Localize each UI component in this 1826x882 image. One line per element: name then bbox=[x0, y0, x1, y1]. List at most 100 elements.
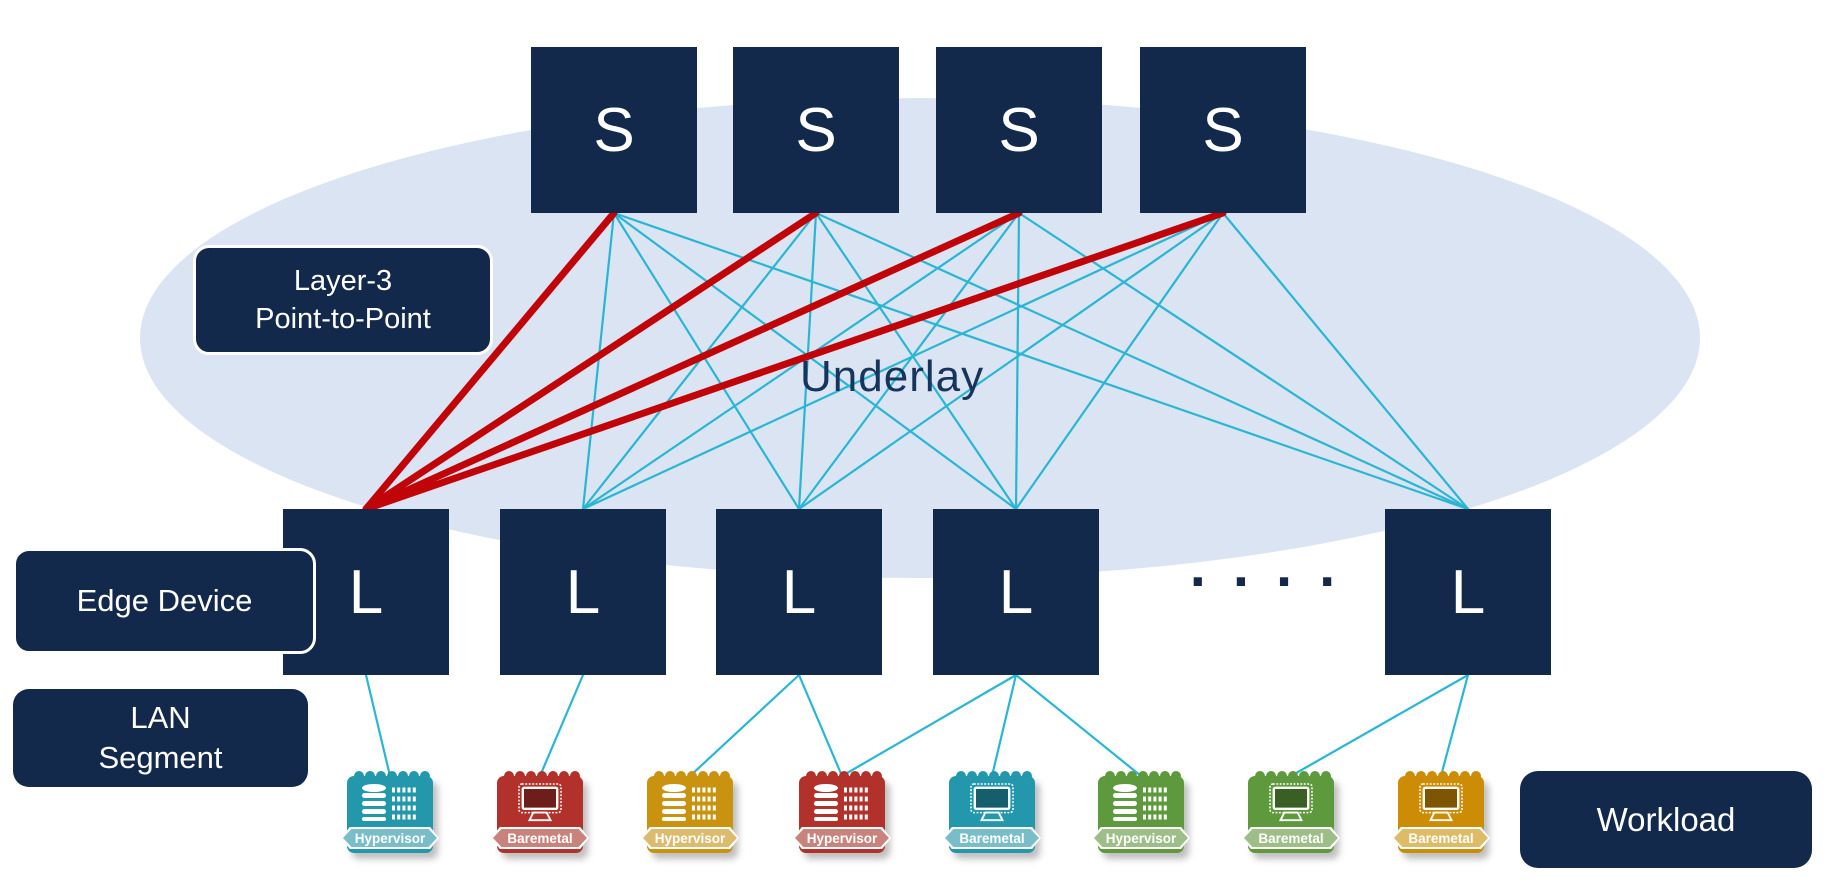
monitor-icon bbox=[1264, 783, 1318, 825]
workload-node-2: Hypervisor bbox=[641, 771, 739, 853]
scallop-bump bbox=[548, 771, 558, 781]
scallop-bump bbox=[872, 771, 882, 781]
scallop-bump bbox=[720, 771, 730, 781]
layer3-line2: Point-to-Point bbox=[255, 303, 431, 335]
scallop-bump bbox=[1171, 771, 1181, 781]
workload-node-4: Baremetal bbox=[943, 771, 1041, 853]
scallop-bump bbox=[978, 771, 988, 781]
scallop-bump bbox=[676, 771, 686, 781]
scallop-bump bbox=[850, 771, 860, 781]
scallop-bump bbox=[1138, 771, 1148, 781]
scallop-bump bbox=[1160, 771, 1170, 781]
scallop-bump bbox=[698, 771, 708, 781]
scallop-bump bbox=[1299, 771, 1309, 781]
scallop-bump bbox=[687, 771, 697, 781]
scallop-bump bbox=[1255, 771, 1265, 781]
scallop-bump bbox=[1405, 771, 1415, 781]
leaf-node-label: L bbox=[781, 557, 817, 627]
spine-node-label: S bbox=[795, 95, 837, 165]
leaf-node-label: L bbox=[1450, 557, 1486, 627]
workload-node-0: Hypervisor bbox=[341, 771, 439, 853]
scallop-bump bbox=[526, 771, 536, 781]
workload-banner-label: Hypervisor bbox=[343, 829, 437, 847]
workload-type-banner: Baremetal bbox=[1242, 827, 1340, 849]
scallop-bump bbox=[839, 771, 849, 781]
scallop-bump bbox=[1427, 771, 1437, 781]
leaf-node-label: L bbox=[565, 557, 601, 627]
workload-node-3: Hypervisor bbox=[793, 771, 891, 853]
leaf-node-1: L bbox=[500, 509, 666, 675]
workload-type-banner: Hypervisor bbox=[641, 827, 739, 849]
scallop-bump bbox=[709, 771, 719, 781]
server-grid-icon bbox=[1111, 783, 1171, 823]
monitor-icon bbox=[513, 783, 567, 825]
layer3-point-to-point-callout: Layer-3 Point-to-Point bbox=[193, 245, 493, 355]
scallop-bump bbox=[1127, 771, 1137, 781]
workload-callout: Workload bbox=[1520, 771, 1812, 868]
scallop-bump bbox=[817, 771, 827, 781]
layer3-line1: Layer-3 bbox=[293, 264, 393, 297]
workload-banner-label: Baremetal bbox=[1244, 829, 1338, 847]
leaf-node-label: L bbox=[348, 557, 384, 627]
scallop-bump bbox=[1000, 771, 1010, 781]
workload-banner-label: Hypervisor bbox=[795, 829, 889, 847]
scallop-bump bbox=[665, 771, 675, 781]
lan-segment-line2: Segment bbox=[98, 740, 223, 775]
scallop-bump bbox=[354, 771, 364, 781]
workload-node-1: Baremetal bbox=[491, 771, 589, 853]
workload-type-banner: Hypervisor bbox=[1092, 827, 1190, 849]
monitor-icon bbox=[965, 783, 1019, 825]
scallop-bump bbox=[365, 771, 375, 781]
scallop-bump bbox=[1116, 771, 1126, 781]
underlay-label: Underlay bbox=[800, 352, 985, 401]
spine-node-label: S bbox=[1202, 95, 1244, 165]
spine-node-label: S bbox=[998, 95, 1040, 165]
scallop-bump bbox=[1277, 771, 1287, 781]
scallop-bump bbox=[1288, 771, 1298, 781]
scallop-bump bbox=[1438, 771, 1448, 781]
workload-banner-label: Hypervisor bbox=[1094, 829, 1188, 847]
server-grid-icon bbox=[812, 783, 872, 823]
workload-type-banner: Baremetal bbox=[491, 827, 589, 849]
lan-segment-line1: LAN bbox=[130, 699, 191, 735]
workload-banner-label: Baremetal bbox=[493, 829, 587, 847]
scallop-bump bbox=[537, 771, 547, 781]
workload-type-banner: Baremetal bbox=[943, 827, 1041, 849]
workload-node-6: Baremetal bbox=[1242, 771, 1340, 853]
workload-node-7: Baremetal bbox=[1392, 771, 1490, 853]
leaf-node-4: L bbox=[1385, 509, 1551, 675]
scallop-bump bbox=[398, 771, 408, 781]
leaf-node-3: L bbox=[933, 509, 1099, 675]
scallop-bump bbox=[1449, 771, 1459, 781]
server-grid-icon bbox=[660, 783, 720, 823]
scallop-bump bbox=[504, 771, 514, 781]
scallop-bump bbox=[1321, 771, 1331, 781]
scallop-bump bbox=[1460, 771, 1470, 781]
monitor-icon bbox=[1414, 783, 1468, 825]
scallop-bump bbox=[409, 771, 419, 781]
scallop-bump bbox=[1149, 771, 1159, 781]
lan-segment-callout: LAN Segment bbox=[13, 689, 308, 787]
spine-node-label: S bbox=[593, 95, 635, 165]
scallop-bump bbox=[1416, 771, 1426, 781]
workload-node-5: Hypervisor bbox=[1092, 771, 1190, 853]
scallop-bump bbox=[956, 771, 966, 781]
scallop-bump bbox=[989, 771, 999, 781]
scallop-bump bbox=[1105, 771, 1115, 781]
workload-type-banner: Hypervisor bbox=[341, 827, 439, 849]
scallop-bump bbox=[420, 771, 430, 781]
scallop-bump bbox=[806, 771, 816, 781]
scallop-bump bbox=[515, 771, 525, 781]
spine-node-2: S bbox=[936, 47, 1102, 213]
scallop-bump bbox=[654, 771, 664, 781]
spine-node-0: S bbox=[531, 47, 697, 213]
edge-device-label: Edge Device bbox=[76, 583, 253, 618]
scallop-bump bbox=[861, 771, 871, 781]
scallop-bump bbox=[1471, 771, 1481, 781]
workload-banner-label: Baremetal bbox=[1394, 829, 1488, 847]
edge-device-callout: Edge Device bbox=[13, 548, 316, 654]
server-grid-icon bbox=[360, 783, 420, 823]
workload-banner-label: Baremetal bbox=[945, 829, 1039, 847]
